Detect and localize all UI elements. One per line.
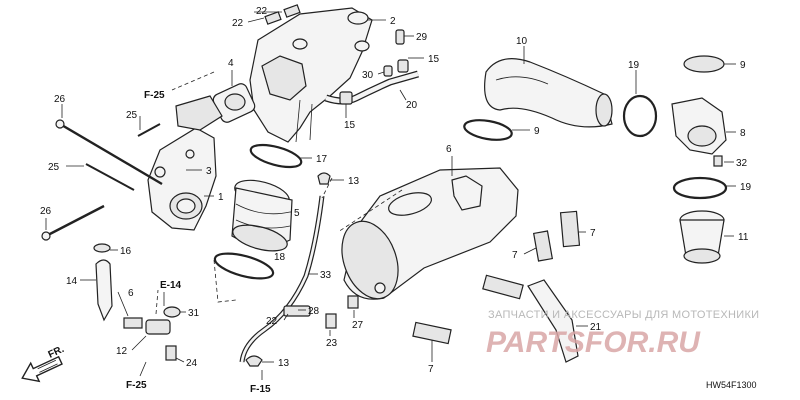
joint-6 bbox=[123, 317, 143, 329]
callout-22-upper: 22 bbox=[256, 6, 268, 17]
callout-26-lower: 26 bbox=[40, 206, 52, 217]
callout-29: 29 bbox=[416, 32, 428, 43]
tube-11 bbox=[679, 210, 725, 264]
joint-15b bbox=[397, 59, 409, 73]
callout-9-band: 9 bbox=[534, 126, 540, 137]
callout-15-upper: 15 bbox=[428, 54, 440, 65]
bolt-26-lower bbox=[45, 204, 105, 238]
callout-24: 24 bbox=[186, 358, 198, 369]
callout-7-pad-a: 7 bbox=[512, 250, 518, 261]
callout-25-lower: 25 bbox=[48, 162, 60, 173]
throttle-body bbox=[147, 95, 223, 231]
band-22c bbox=[283, 305, 311, 317]
callout-8: 8 bbox=[740, 128, 746, 139]
callout-18: 18 bbox=[274, 252, 286, 263]
seal-22b bbox=[264, 11, 282, 25]
pad-7b bbox=[559, 210, 581, 248]
callout-33: 33 bbox=[320, 270, 332, 281]
callout-1: 1 bbox=[218, 192, 224, 203]
callout-25-upper: 25 bbox=[126, 110, 138, 121]
callout-10: 10 bbox=[516, 36, 528, 47]
band-19a bbox=[622, 94, 658, 138]
callout-19-lower: 19 bbox=[740, 182, 752, 193]
cap-30 bbox=[383, 65, 393, 77]
callout-31: 31 bbox=[188, 308, 200, 319]
clip-13a bbox=[317, 172, 331, 185]
callout-13-lower: 13 bbox=[278, 358, 290, 369]
air-cleaner-joint-8 bbox=[671, 97, 727, 155]
callout-14: 14 bbox=[66, 276, 78, 287]
callout-27: 27 bbox=[352, 320, 364, 331]
holder-12 bbox=[145, 319, 171, 335]
watermark-brand: PARTSFOR.RU bbox=[486, 326, 701, 359]
bolt-25a bbox=[137, 123, 161, 137]
callout-23: 23 bbox=[326, 338, 338, 349]
seal-22a bbox=[283, 4, 301, 18]
callout-7-pad-b: 7 bbox=[590, 228, 596, 239]
bolt-23 bbox=[325, 313, 337, 329]
bolt-27 bbox=[347, 295, 359, 309]
band-19b bbox=[672, 176, 728, 200]
clip-13b bbox=[245, 355, 263, 367]
air-cleaner-case bbox=[249, 7, 373, 143]
callout-3: 3 bbox=[206, 166, 212, 177]
cap-16 bbox=[93, 243, 111, 253]
front-arrow bbox=[21, 355, 63, 383]
callout-22-mid: 22 bbox=[232, 18, 244, 29]
callout-4: 4 bbox=[228, 58, 234, 69]
resonator-chamber bbox=[341, 167, 519, 300]
bolt-26-upper bbox=[59, 122, 163, 186]
callout-11: 11 bbox=[738, 232, 749, 243]
joint-15 bbox=[339, 91, 353, 105]
callout-12: 12 bbox=[116, 346, 128, 357]
ref-e14: E-14 bbox=[160, 280, 182, 291]
seal-9 bbox=[683, 55, 725, 73]
ref-f25-top: F-25 bbox=[144, 90, 165, 101]
callout-6-resonator: 6 bbox=[446, 144, 452, 155]
callout-19-upper: 19 bbox=[628, 60, 640, 71]
ref-f25-bottom: F-25 bbox=[126, 380, 147, 391]
band-9 bbox=[463, 119, 513, 141]
callout-17: 17 bbox=[316, 154, 328, 165]
connecting-tube bbox=[231, 179, 293, 252]
callout-28: 28 bbox=[308, 306, 320, 317]
band-17 bbox=[249, 143, 303, 169]
callout-7-pad-c: 7 bbox=[428, 364, 434, 375]
screw-32 bbox=[713, 155, 723, 167]
callout-2: 2 bbox=[390, 16, 396, 27]
band-18 bbox=[213, 252, 275, 280]
bolt-29 bbox=[395, 29, 405, 45]
callout-5: 5 bbox=[294, 208, 300, 219]
callout-20: 20 bbox=[406, 100, 418, 111]
callout-30: 30 bbox=[362, 70, 374, 81]
air-duct bbox=[484, 58, 613, 128]
callout-9-seal: 9 bbox=[740, 60, 746, 71]
band-21 bbox=[527, 279, 579, 363]
callout-16: 16 bbox=[120, 246, 132, 257]
ref-f15: F-15 bbox=[250, 384, 271, 395]
callout-22-lower: 22 bbox=[266, 316, 278, 327]
callout-15-lower: 15 bbox=[344, 120, 356, 131]
pad-7d bbox=[412, 321, 452, 345]
hose-14 bbox=[95, 259, 113, 322]
grommet-31 bbox=[163, 306, 181, 318]
pad-7c bbox=[482, 274, 524, 300]
callout-21: 21 bbox=[590, 322, 602, 333]
watermark-caption: ЗАПЧАСТИ И АКСЕССУАРЫ ДЛЯ МОТОТЕХНИКИ bbox=[488, 309, 759, 321]
pad-7a bbox=[532, 230, 554, 262]
bolt-25b bbox=[85, 163, 135, 191]
callout-labels: 1 2 3 4 5 6 6 7 7 7 8 9 9 10 11 12 13 13 bbox=[40, 6, 752, 375]
front-arrow-label: FR. bbox=[47, 344, 66, 361]
diagram-code: HW54F1300 bbox=[706, 380, 757, 390]
callout-32: 32 bbox=[736, 158, 748, 169]
callout-26-upper: 26 bbox=[54, 94, 66, 105]
callout-13-upper: 13 bbox=[348, 176, 360, 187]
callout-6-joint: 6 bbox=[128, 288, 134, 299]
bolt-24 bbox=[165, 345, 177, 361]
